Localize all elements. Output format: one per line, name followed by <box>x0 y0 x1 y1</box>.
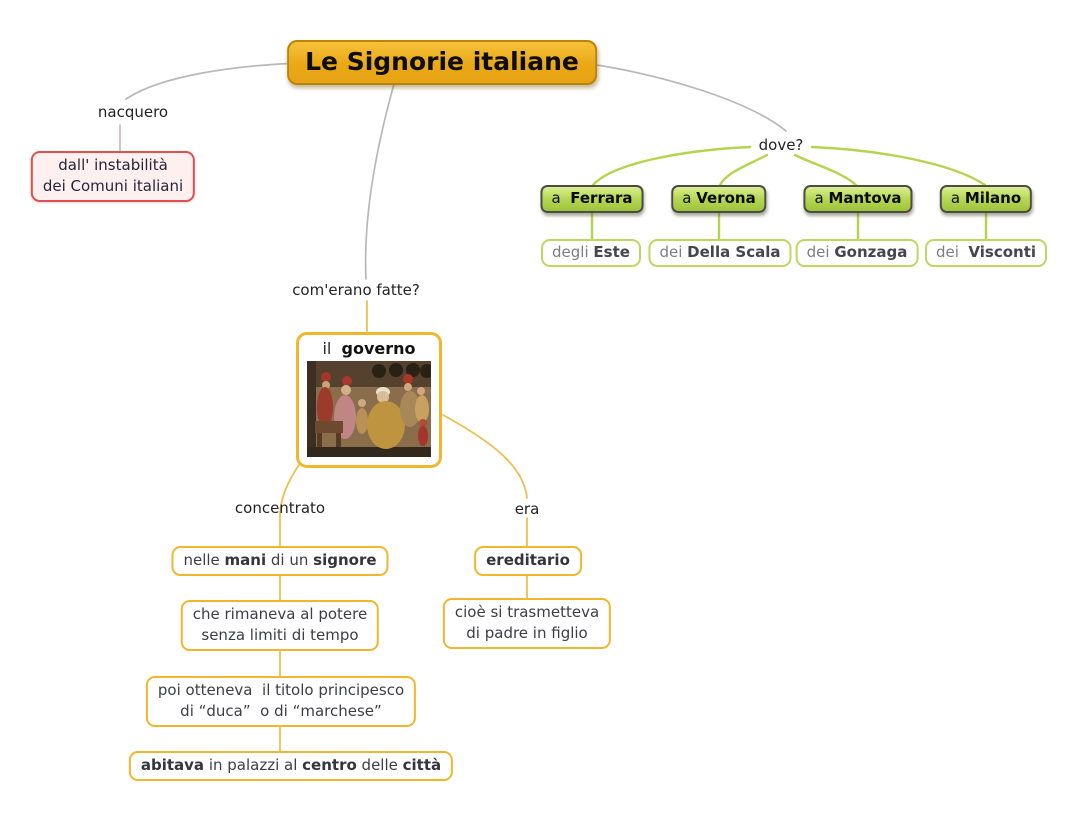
connector-governo-to-concentrato <box>279 461 302 515</box>
city-name: Mantova <box>828 189 902 207</box>
connector-title-to-dove <box>583 62 787 132</box>
family-prefix: degli <box>552 243 589 261</box>
family-prefix: dei <box>806 243 830 261</box>
node-city-ferrara: a Ferrara <box>540 185 644 213</box>
family-prefix: dei <box>935 243 959 261</box>
node-family-gonzaga: dei Gonzaga <box>795 239 919 267</box>
branch-label-nacquero: nacquero <box>97 103 169 121</box>
node-city-verona: a Verona <box>671 185 767 213</box>
node-ereditario: ereditario <box>474 546 582 576</box>
connector-governo-to-era <box>442 414 528 499</box>
node-family-dellascala: dei Della Scala <box>648 239 792 267</box>
node-padre-figlio: cioè si trasmetteva di padre in figlio <box>442 598 612 649</box>
node-hands-of-signore: nelle mani di un signore <box>171 546 389 576</box>
city-prefix: a <box>682 189 692 207</box>
connector-dove-to-mantova <box>793 153 858 187</box>
node-city-milano: a Milano <box>939 185 1033 213</box>
family-prefix: dei <box>659 243 683 261</box>
governo-word: governo <box>341 339 416 358</box>
governo-title: il governo <box>307 338 431 359</box>
family-name: Este <box>593 243 630 261</box>
cause-line-1: dall' instabilità <box>58 156 168 174</box>
branch-label-concentrato: concentrato <box>234 499 326 517</box>
node-family-visconti: dei Visconti <box>924 239 1048 267</box>
city-prefix: a <box>814 189 824 207</box>
connector-dove-to-ferrara <box>591 145 752 187</box>
governo-painting-image <box>307 361 431 457</box>
family-name: Della Scala <box>687 243 781 261</box>
connector-title-to-nacquero <box>125 62 304 100</box>
connector-dove-to-verona <box>718 153 769 187</box>
city-prefix: a <box>950 189 961 207</box>
node-palazzo-centro: abitava in palazzi al centro delle città <box>128 751 454 781</box>
branch-label-comerano-fatte: com'erano fatte? <box>292 281 420 299</box>
family-name: Gonzaga <box>834 243 908 261</box>
family-name: Visconti <box>968 243 1037 261</box>
node-princely-title: poi otteneva il titolo principesco di “d… <box>145 676 417 727</box>
map-title: Le Signorie italiane <box>287 40 597 85</box>
governo-prefix: il <box>322 339 332 358</box>
node-family-este: degli Este <box>541 239 641 267</box>
city-name: Verona <box>696 189 756 207</box>
connector-dove-to-milano <box>810 145 987 187</box>
city-name: Ferrara <box>570 189 633 207</box>
node-power-without-limits: che rimaneva al potere senza limiti di t… <box>180 600 380 651</box>
node-city-mantova: a Mantova <box>803 185 913 213</box>
node-governo: il governo <box>296 332 442 468</box>
node-instability-cause: dall' instabilità dei Comuni italiani <box>30 151 196 202</box>
connector-title-to-comerano <box>364 83 395 280</box>
city-prefix: a <box>551 189 561 207</box>
city-name: Milano <box>964 189 1022 207</box>
cause-line-2: dei Comuni italiani <box>42 177 184 195</box>
branch-label-dove: dove? <box>758 136 804 154</box>
branch-label-era: era <box>514 500 540 518</box>
